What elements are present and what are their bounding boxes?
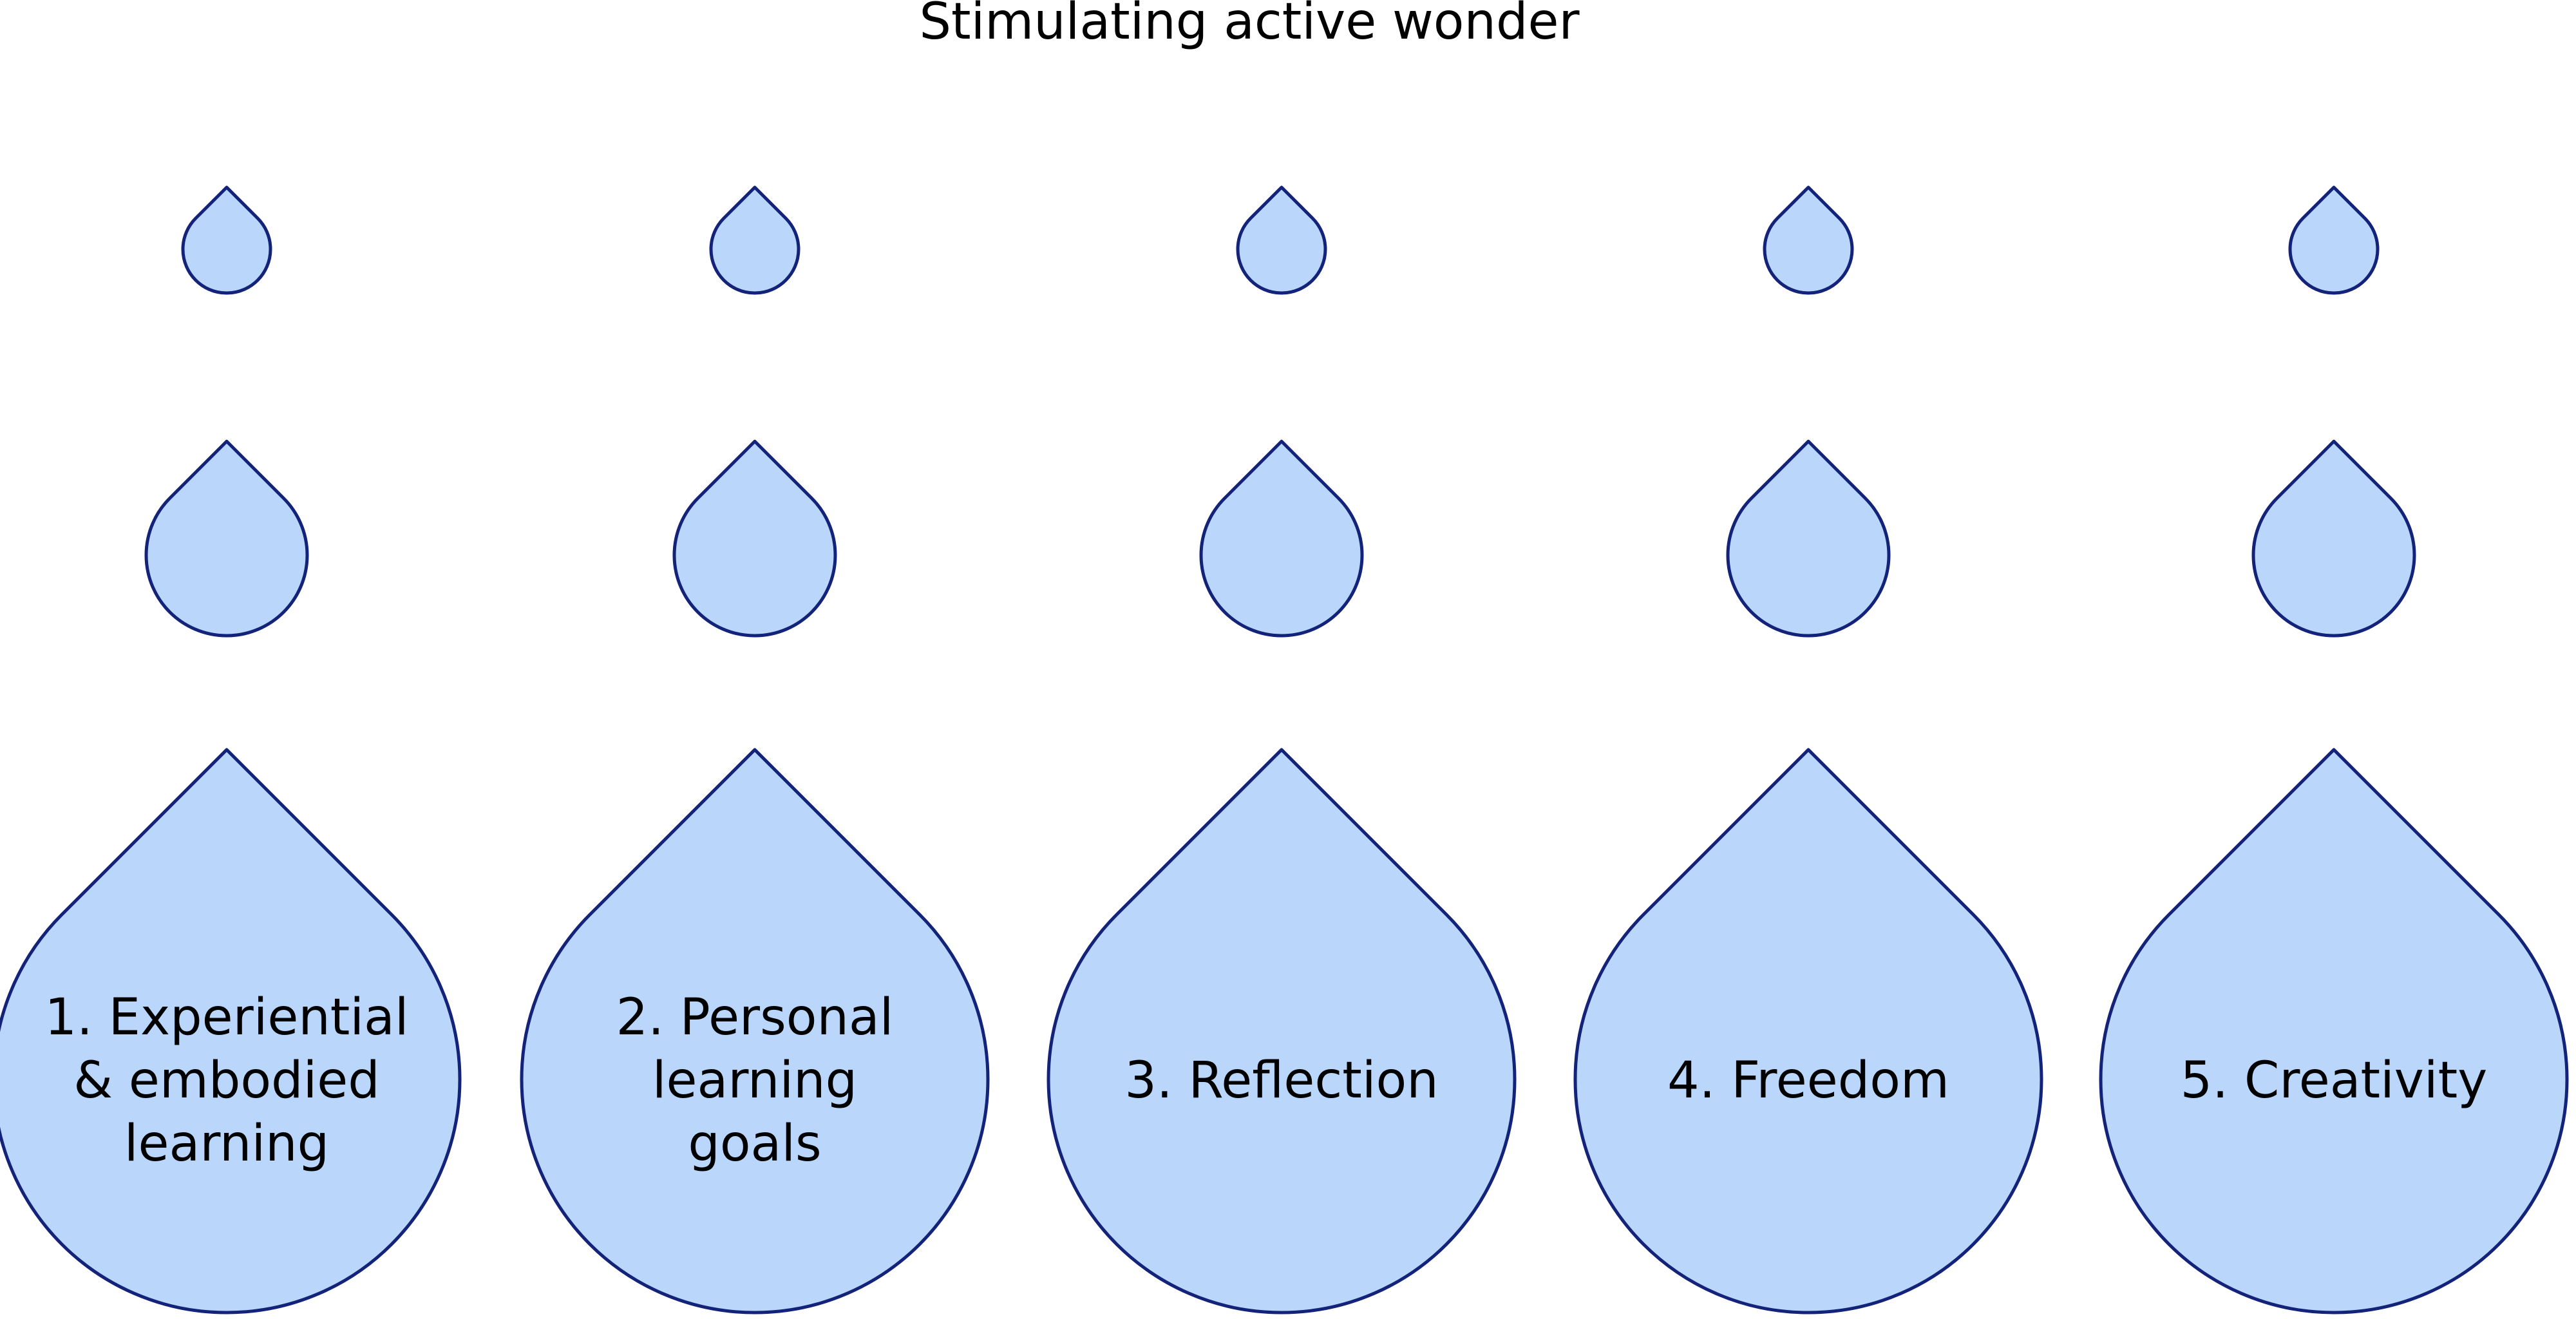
drop-label-line: 2. Personal <box>616 989 894 1047</box>
drop-label: 5. Creativity <box>2181 1052 2488 1110</box>
drop-label-line: 4. Freedom <box>1667 1052 1949 1110</box>
small-drop <box>709 185 800 295</box>
medium-drop <box>1726 439 1891 638</box>
small-drop <box>1236 185 1327 295</box>
column-3: 3. Reflection <box>1046 185 1517 1314</box>
medium-drop <box>672 439 837 638</box>
drop-label-line: & embodied <box>73 1052 380 1110</box>
small-drop <box>2288 185 2380 295</box>
drop-label-line: learning <box>124 1115 329 1173</box>
drop-label-line: learning <box>652 1052 857 1110</box>
drop-label-line: 5. Creativity <box>2181 1052 2488 1110</box>
large-drop <box>1046 748 1517 1314</box>
column-4: 4. Freedom <box>1573 185 2043 1314</box>
drop-label-line: 1. Experiential <box>44 989 408 1047</box>
medium-drop <box>2251 439 2416 638</box>
large-drop <box>0 748 462 1314</box>
drop-label: 3. Reflection <box>1124 1052 1438 1110</box>
large-drop <box>2099 748 2569 1314</box>
small-drop <box>1763 185 1854 295</box>
medium-drop <box>144 439 309 638</box>
drop-label-line: 3. Reflection <box>1124 1052 1438 1110</box>
large-drop <box>1573 748 2043 1314</box>
medium-drop <box>1199 439 1364 638</box>
large-drop <box>520 748 990 1314</box>
small-drop <box>181 185 272 295</box>
diagram-title: Stimulating active wonder <box>919 0 1580 51</box>
drop-label-line: goals <box>688 1115 821 1173</box>
column-5: 5. Creativity <box>2099 185 2569 1314</box>
drop-label: 4. Freedom <box>1667 1052 1949 1110</box>
